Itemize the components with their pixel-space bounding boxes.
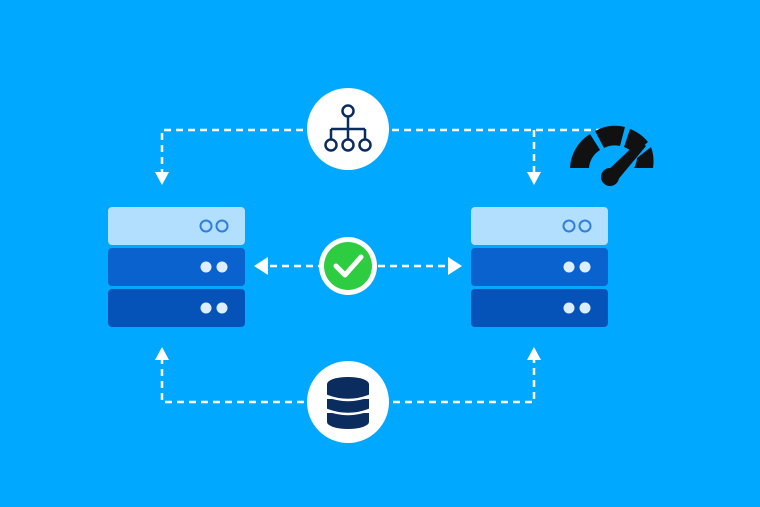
right-server [471, 207, 608, 327]
server-unit-middle [471, 248, 608, 286]
top-connector [160, 128, 600, 176]
hierarchy-icon [324, 104, 372, 152]
bottom-badge [307, 361, 389, 443]
arrow-up-left-icon [155, 347, 169, 360]
server-unit-bottom [108, 289, 245, 327]
arrow-down-left-icon [155, 172, 169, 185]
arrow-left-icon [254, 257, 268, 275]
server-unit-middle [108, 248, 245, 286]
server-unit-bottom [471, 289, 608, 327]
arrowheads [155, 172, 541, 360]
database-icon [327, 377, 369, 429]
server-unit-top [471, 207, 608, 245]
speedometer-icon [570, 125, 654, 186]
left-server [108, 207, 245, 327]
arrow-down-right-icon [527, 172, 541, 185]
check-icon [324, 242, 372, 290]
arrow-right-icon [448, 257, 462, 275]
server-unit-top [108, 207, 245, 245]
top-badge [307, 88, 389, 170]
arrow-up-right-icon [527, 347, 541, 360]
middle-badge [319, 237, 377, 295]
